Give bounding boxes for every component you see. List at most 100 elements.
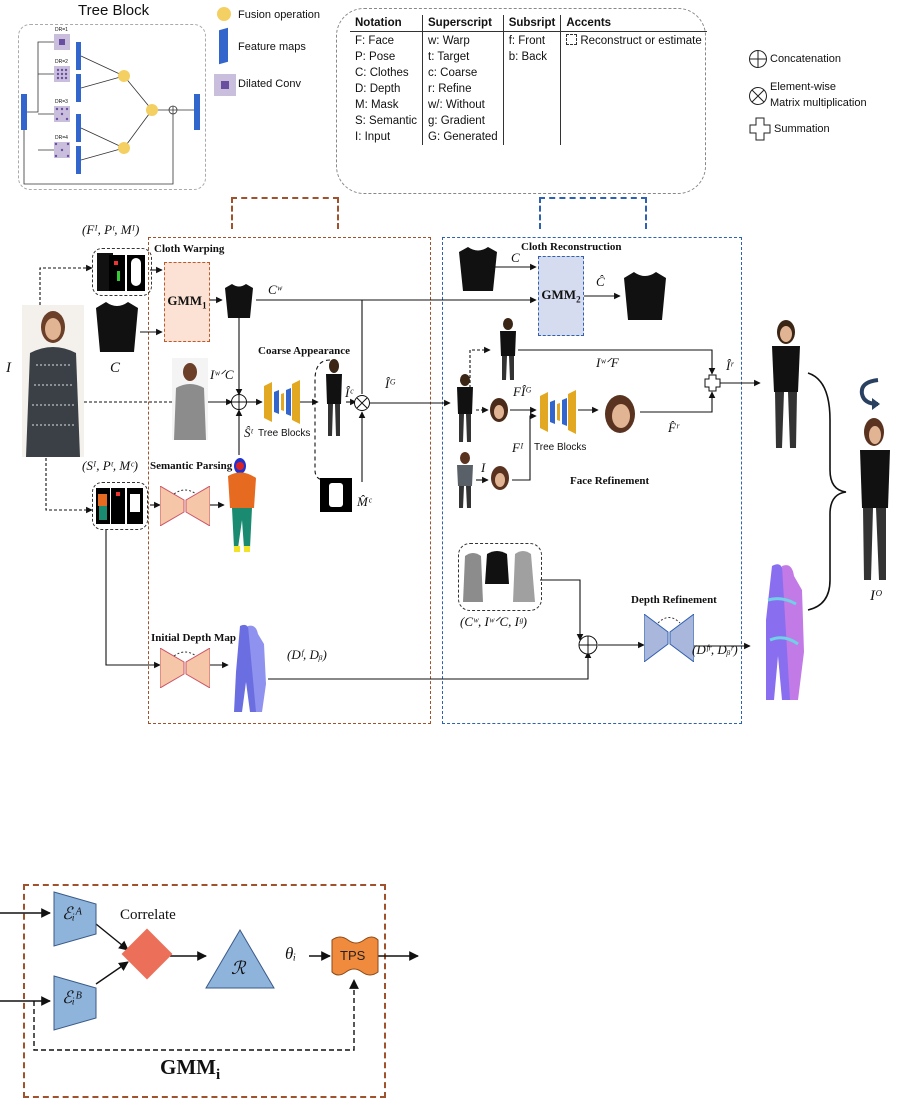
- sum-legend-label: Summation: [774, 123, 830, 135]
- fpm-thumbnail: [92, 248, 152, 296]
- notation-cell: I: Input: [350, 129, 423, 145]
- tree-blocks-label-stage2: Tree Blocks: [534, 442, 587, 453]
- accents-text: Reconstruct or estimate: [580, 35, 702, 47]
- concat-operator-depth: [578, 635, 598, 655]
- header-subscript: Subsript: [503, 15, 562, 32]
- gmm2-subscript: 2: [576, 294, 581, 305]
- spm-label: (Sᴵ, Pᵗ, Mᶜ): [82, 458, 138, 473]
- concat-operator: [231, 394, 247, 410]
- fi-label: Fᴵ: [512, 440, 524, 455]
- person-without-face-image: [500, 318, 516, 380]
- feature-map-icon: [21, 94, 27, 130]
- regressor-label: ℛ: [231, 958, 246, 978]
- dilated-conv-legend-label: Dilated Conv: [238, 78, 301, 90]
- notation-cell: S: Semantic: [350, 113, 423, 129]
- person-without-cloth-image: [172, 358, 208, 440]
- warped-cloth-image: [225, 284, 253, 318]
- notation-cell: F: Face: [350, 31, 423, 49]
- notation-cell: P: Pose: [350, 49, 423, 65]
- final-output-person-image: [860, 418, 890, 580]
- fusion-legend-icon: [217, 7, 231, 21]
- gmm-detail-title: GMMi: [160, 1055, 220, 1084]
- cw-label: Cʷ: [268, 282, 282, 297]
- ig-hat-label: Îᴳ: [385, 376, 396, 391]
- notation-cell: D: Depth: [350, 81, 423, 97]
- generated-person-image: [457, 374, 473, 442]
- dilated-conv-legend-icon: [214, 74, 236, 96]
- initial-depth-map-label: Initial Depth Map: [151, 632, 236, 644]
- fr-hat-label: F̂ʳ: [668, 420, 679, 435]
- encoder-a-shape: [53, 891, 97, 947]
- notation-table: Notation Superscript Subsript Accents F:…: [350, 15, 707, 145]
- reconstructed-cloth-image: [624, 272, 666, 320]
- gmm-title-sub: i: [215, 1067, 221, 1084]
- dr-out-label: (Dᶠʳ, Dᵦʳ): [692, 642, 738, 657]
- superscript-cell: t: Target: [422, 49, 504, 65]
- tree-block-diagram: [21, 34, 200, 185]
- tree-blocks-icon-stage2: [540, 390, 576, 434]
- depth-refinement-network: [644, 614, 694, 662]
- cloth-C-label: C: [110, 360, 121, 376]
- semantic-parsing-network: [160, 486, 210, 526]
- fpm-label: (Fᴵ, Pᵗ, Mᴵ): [82, 222, 140, 237]
- concat-legend-label: Concatenation: [770, 53, 841, 65]
- input-person-small-image: [457, 452, 473, 508]
- input-person-image: [22, 305, 84, 457]
- dfdb-label: (Dᶠ, Dᵦ): [287, 647, 327, 662]
- triplet-thumbnail: [458, 543, 542, 611]
- feature-map-icon: [76, 114, 81, 142]
- theta-label: θᵢ: [285, 944, 297, 963]
- header-accents: Accents: [560, 15, 707, 32]
- coarse-appearance-label: Coarse Appearance: [258, 345, 350, 357]
- dilated-conv-box-2: [54, 66, 70, 82]
- cw-triplet-label: (Cʷ, IʷᐟC, Iᵍ): [460, 614, 527, 629]
- gmm1-subscript: 1: [202, 300, 207, 311]
- dilated-conv-box-4: [54, 142, 70, 158]
- stage1-dashed-box: [148, 237, 431, 724]
- fig-label: FÎᴳ: [513, 384, 532, 399]
- sum-operator: [704, 374, 721, 392]
- superscript-cell: r: Refine: [422, 81, 504, 97]
- superscript-cell: c: Coarse: [422, 65, 504, 81]
- concat-legend-icon: [749, 50, 767, 68]
- iwf-label: IʷᐟF: [596, 355, 619, 370]
- depth-refinement-label: Depth Refinement: [631, 594, 717, 606]
- fusion-node: [146, 104, 158, 116]
- correlate-label: Correlate: [120, 907, 176, 923]
- subscript-cell: f: Front: [503, 31, 562, 49]
- rotate-icon: [859, 378, 880, 410]
- superscript-cell: w/: Without: [422, 97, 504, 113]
- spm-thumbnail: [92, 482, 148, 530]
- fusion-node: [118, 70, 130, 82]
- gmm-detail-diagram: [0, 891, 419, 1051]
- output-label: Iᴼ: [870, 588, 883, 604]
- refined-face-image: [605, 395, 635, 433]
- superscript-cell: g: Gradient: [422, 113, 504, 129]
- correlate-shape: [121, 928, 173, 980]
- dilation-label-1: DR=1: [55, 27, 68, 33]
- dilation-label-4: DR=4: [55, 135, 68, 141]
- gmm-detail-box: [23, 884, 386, 1098]
- face-refinement-label: Face Refinement: [570, 475, 650, 487]
- tps-label: TPS: [340, 948, 366, 963]
- fusion-node: [118, 142, 130, 154]
- i-small-label: I: [481, 460, 486, 475]
- c-label-stage2: C: [511, 250, 520, 265]
- header-notation: Notation: [350, 15, 423, 32]
- tree-blocks-label: Tree Blocks: [258, 428, 311, 439]
- notation-panel: [336, 8, 706, 194]
- iwc-label: IʷᐟC: [210, 367, 234, 382]
- cloth-reconstruction-label: Cloth Reconstruction: [521, 241, 622, 253]
- semantic-parsing-label: Semantic Parsing: [150, 460, 233, 472]
- notation-cell: M: Mask: [350, 97, 423, 113]
- mask-image: [320, 478, 352, 512]
- tps-shape: [331, 936, 379, 976]
- initial-depth-image: [234, 624, 266, 712]
- refined-depth-image: [766, 564, 804, 700]
- cloth-warping-label: Cloth Warping: [154, 243, 225, 255]
- ir-hat-label: Îʳ: [726, 358, 734, 373]
- initial-depth-network: [160, 648, 210, 688]
- accents-cell: Reconstruct or estimate: [561, 32, 707, 50]
- dilation-label-3: DR=3: [55, 99, 68, 105]
- encoder-b-label: ℰᵢᴮ: [62, 988, 83, 1007]
